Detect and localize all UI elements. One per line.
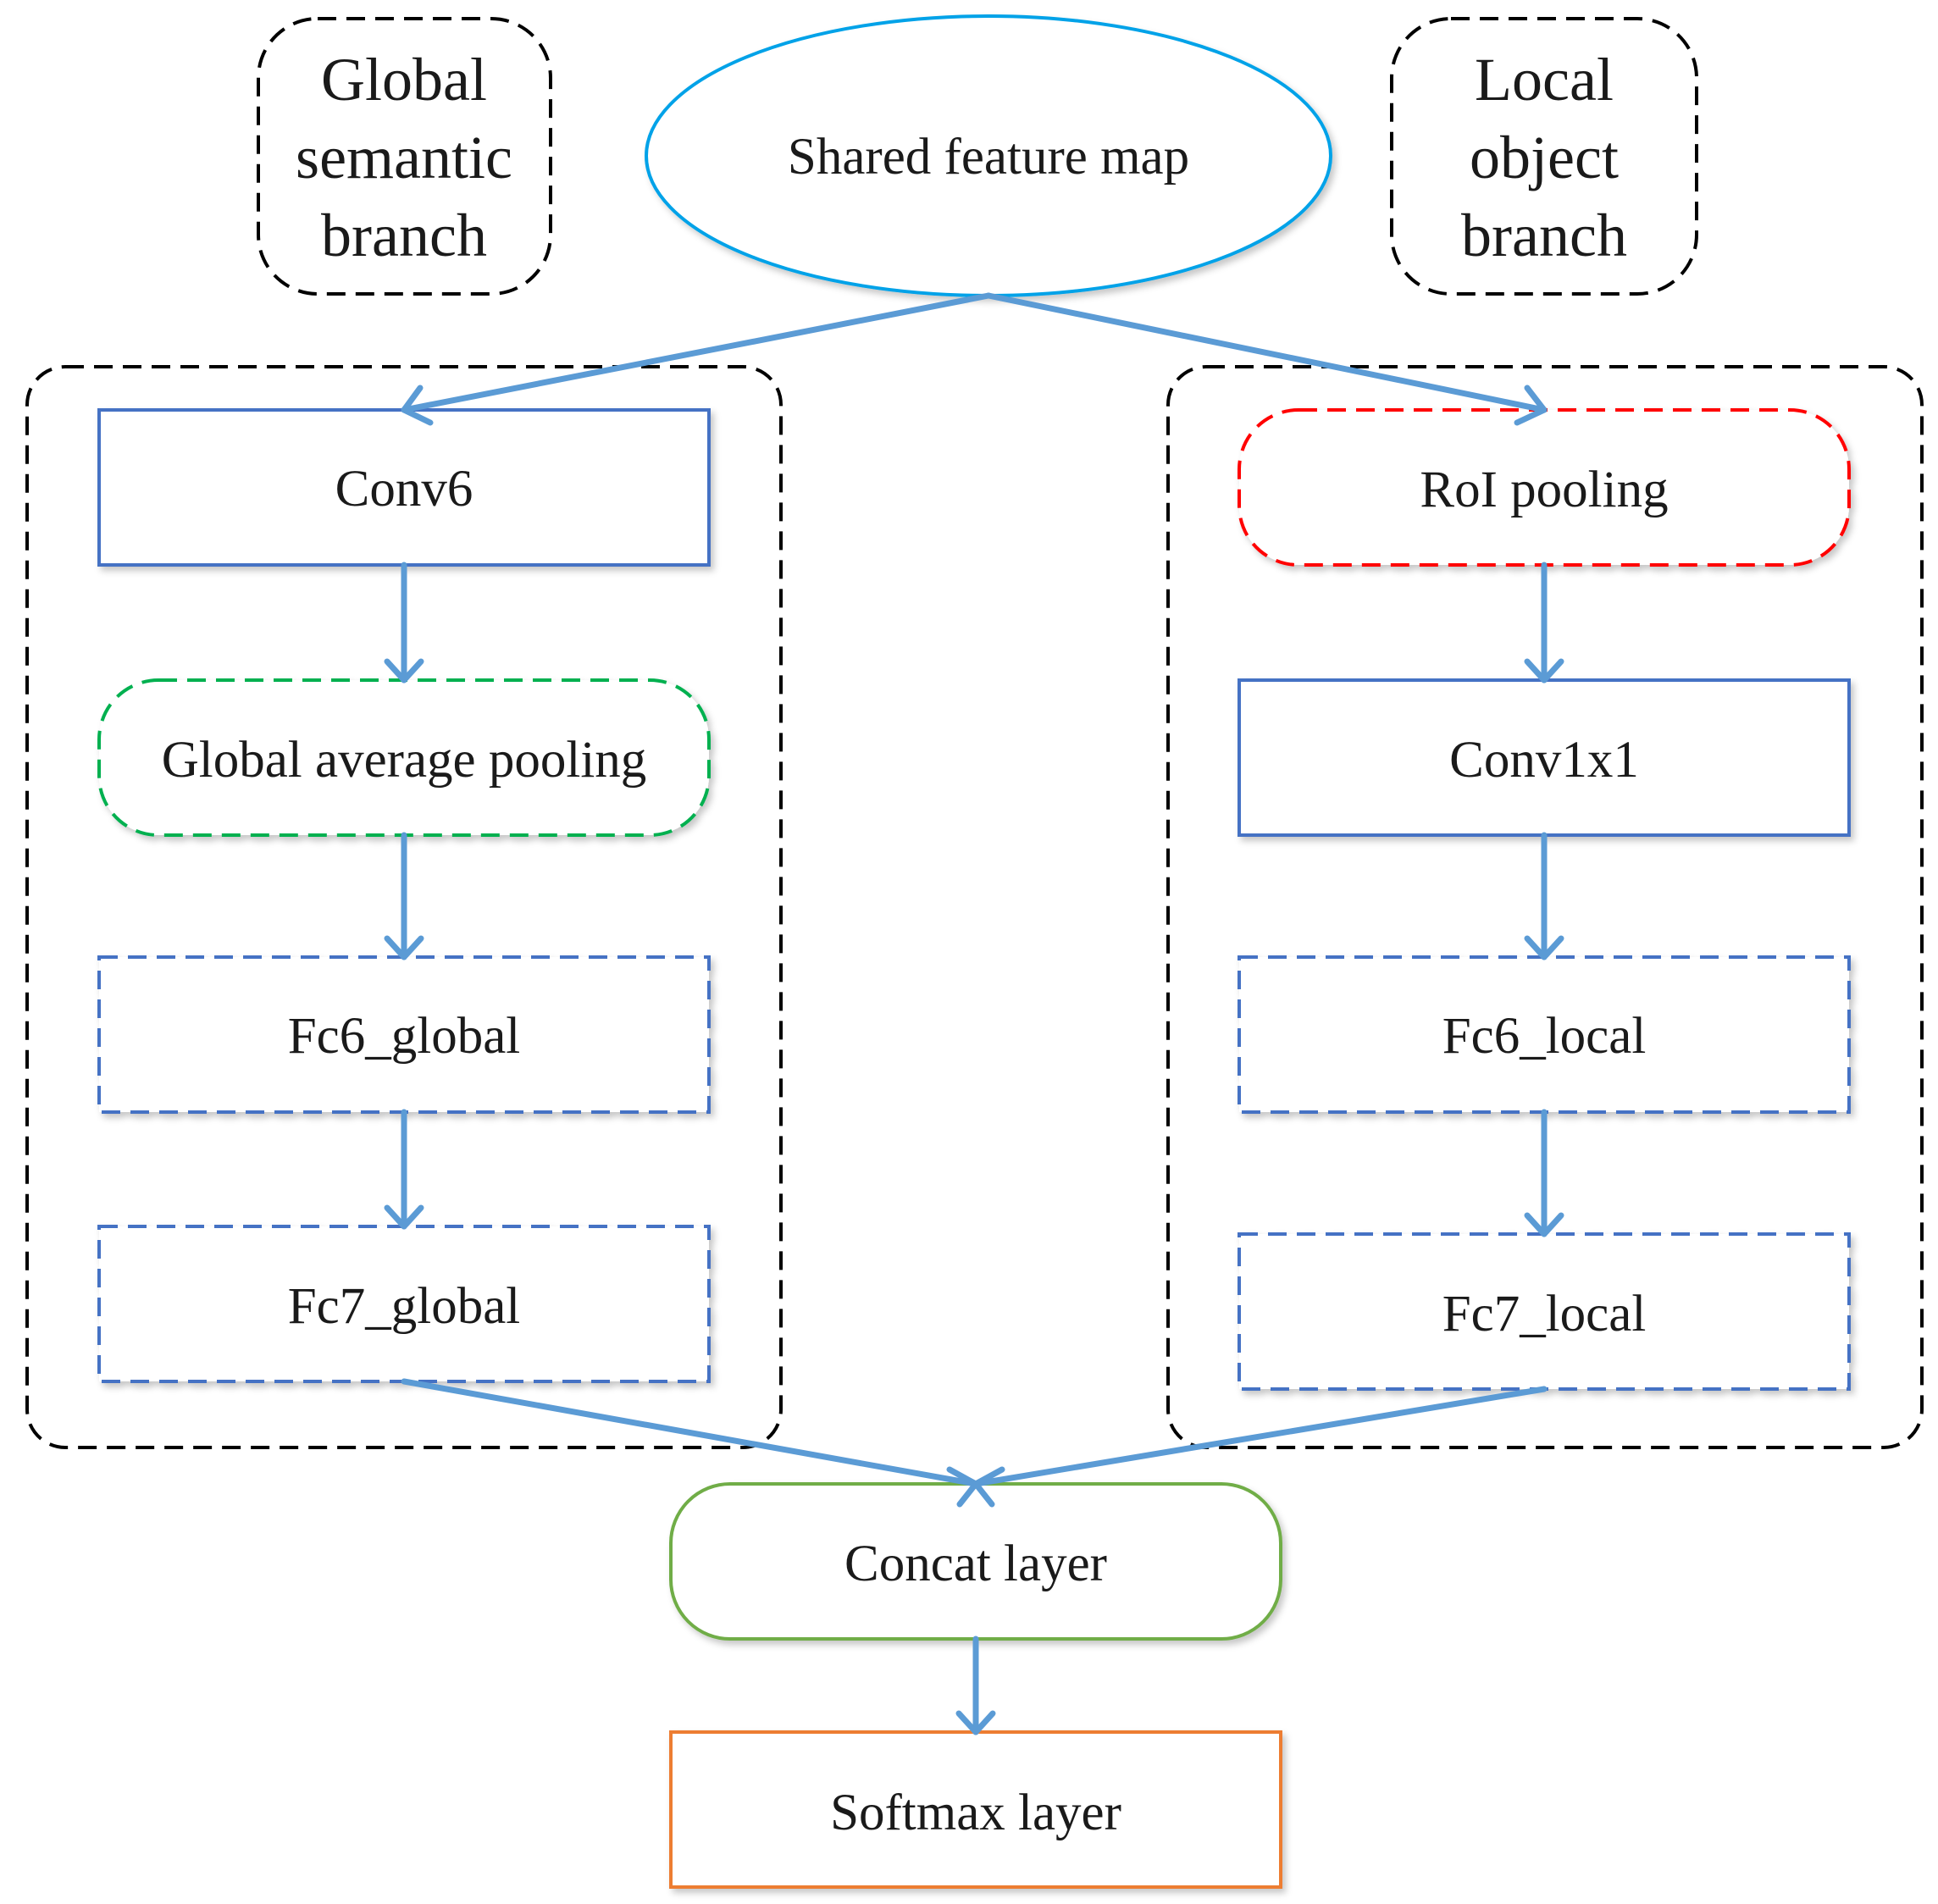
arrow-fc6-global-to-fc7-global [384, 1109, 424, 1230]
conv6-label: Conv6 [335, 461, 473, 518]
global-average-pooling-node: Global average pooling [97, 678, 711, 837]
arrow-fc6-local-to-fc7-local [1524, 1109, 1564, 1237]
global-branch-title-line-1: Global [321, 46, 487, 113]
arrow-roi-pooling-to-conv1x1 [1524, 562, 1564, 684]
arrow-shared-to-conv6 [401, 292, 992, 426]
global-branch-header: Global semantic branch [257, 17, 552, 296]
global-branch-frame [25, 365, 783, 1449]
arrow-gap-to-fc6-global [384, 832, 424, 960]
roi-pooling-label: RoI pooling [1420, 462, 1668, 518]
conv1x1-node: Conv1x1 [1238, 678, 1851, 837]
fc6-global-label: Fc6_global [288, 1008, 520, 1065]
softmax-layer-node: Softmax layer [669, 1730, 1282, 1889]
fc7-global-label: Fc7_global [288, 1278, 520, 1335]
arrow-shared-to-roi-pooling [985, 292, 1548, 426]
local-branch-title-line-2: object [1470, 124, 1619, 191]
arrow-conv1x1-to-fc6-local [1524, 832, 1564, 960]
concat-layer-node: Concat layer [669, 1482, 1282, 1641]
global-branch-title-line-2: semantic [296, 124, 512, 191]
local-branch-frame [1166, 365, 1924, 1449]
shared-feature-map-node: Shared feature map [645, 14, 1332, 297]
fc6-global-node: Fc6_global [97, 955, 711, 1114]
fc6-local-label: Fc6_local [1442, 1008, 1647, 1065]
global-branch-title-line-3: branch [321, 202, 487, 269]
softmax-layer-label: Softmax layer [830, 1785, 1121, 1841]
concat-layer-label: Concat layer [844, 1536, 1107, 1592]
local-branch-header: Local object branch [1390, 17, 1698, 296]
conv6-node: Conv6 [97, 408, 711, 567]
global-average-pooling-label: Global average pooling [162, 732, 647, 789]
local-branch-title-line-3: branch [1461, 202, 1627, 269]
conv1x1-label: Conv1x1 [1449, 732, 1639, 789]
shared-feature-map-label: Shared feature map [788, 129, 1189, 185]
fc7-local-label: Fc7_local [1442, 1286, 1647, 1342]
arrow-conv6-to-gap [384, 562, 424, 684]
local-branch-title-line-1: Local [1475, 46, 1614, 113]
arrow-concat-to-softmax [955, 1636, 996, 1735]
fc7-local-node: Fc7_local [1238, 1232, 1851, 1391]
fc6-local-node: Fc6_local [1238, 955, 1851, 1114]
arrow-fc7-local-to-concat [972, 1386, 1548, 1508]
fc7-global-node: Fc7_global [97, 1225, 711, 1383]
roi-pooling-node: RoI pooling [1238, 408, 1851, 567]
